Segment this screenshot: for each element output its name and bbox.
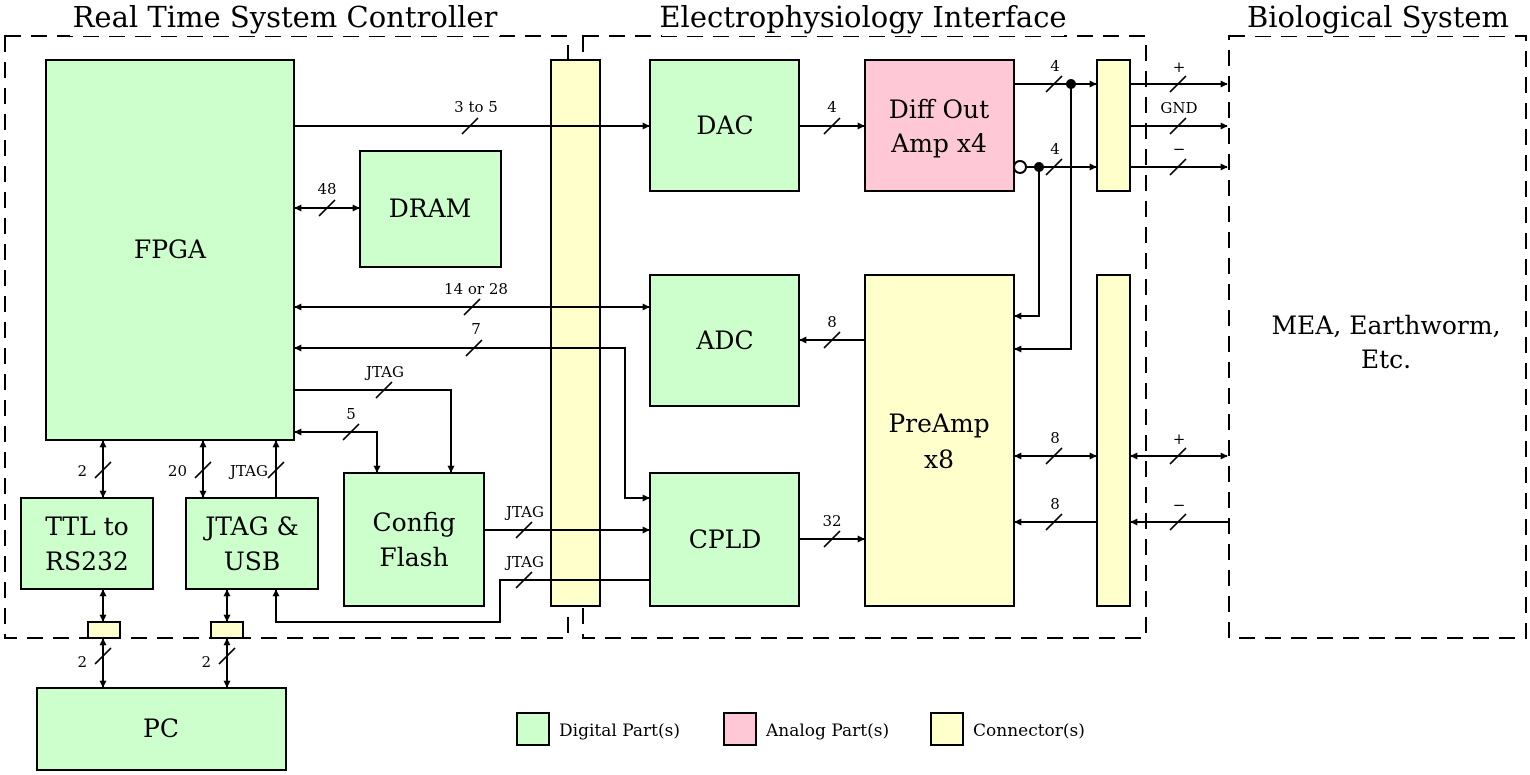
bus-label-amp-neg: 4	[1050, 140, 1060, 158]
controller-title: Real Time System Controller	[73, 0, 498, 34]
pc-label: PC	[143, 714, 179, 743]
inverting-output-bubble	[1013, 160, 1027, 174]
dac-block	[649, 59, 800, 192]
cpld-fpga-bus	[294, 344, 650, 502]
diff-out-amp-label-2: Amp x4	[890, 129, 987, 158]
diff-out-amp-label-1: Diff Out	[889, 95, 989, 124]
cpld-block	[649, 472, 800, 607]
legend-label-connector: Connector(s)	[973, 721, 1085, 741]
ttl-rs232-label-1: TTL to	[45, 512, 128, 541]
biological-title: Biological System	[1247, 0, 1509, 34]
preamp-block	[864, 274, 1015, 607]
bus-label-pc-ttl: 2	[77, 653, 87, 671]
fpga-flash-jtag-bus	[294, 389, 455, 473]
mea-label-2: Etc.	[1361, 345, 1411, 374]
bus-label-in-neg: −	[1173, 496, 1186, 514]
connector-bus	[550, 59, 601, 607]
fpga-block	[45, 59, 295, 441]
bus-label-usb-fpga-jtag: JTAG	[228, 462, 268, 480]
config-flash-label-2: Flash	[379, 543, 448, 572]
bus-label-fpga-ttl: 2	[77, 462, 87, 480]
bus-label-pc-usb: 2	[201, 653, 211, 671]
fpga-flash-bus	[294, 428, 381, 473]
dram-block	[359, 150, 502, 268]
ttl-rs232-block	[20, 497, 154, 590]
dac-label: DAC	[696, 111, 753, 140]
ttl-rs232-label-2: RS232	[45, 547, 129, 576]
bus-label-preamp-adc: 8	[827, 313, 837, 331]
feedback-pos	[1014, 84, 1072, 353]
bus-label-dac-amp: 4	[827, 98, 837, 116]
bus-ticks	[94, 75, 1187, 665]
cpld-label: CPLD	[689, 525, 762, 554]
bus-label-preamp-conn-a: 8	[1050, 429, 1060, 447]
config-flash-block	[343, 472, 485, 607]
preamp-label-2: x8	[924, 445, 954, 474]
fpga-label: FPGA	[134, 235, 207, 264]
bus-label-fpga-adc: 14 or 28	[444, 280, 508, 298]
jtag-usb-label-1: JTAG &	[202, 512, 299, 541]
interface-title: Electrophysiology Interface	[659, 0, 1066, 34]
legend-swatch-analog	[723, 712, 757, 746]
bus-label-amp-pos: 4	[1050, 57, 1060, 75]
usb-connector	[210, 621, 244, 639]
bus-label-preamp-conn-b: 8	[1050, 495, 1060, 513]
jtag-usb-block	[185, 497, 319, 590]
pc-block	[36, 687, 287, 771]
bus-label-cpld-preamp: 32	[822, 512, 841, 530]
bus-label-in-pos: +	[1173, 430, 1186, 448]
input-connector	[1096, 274, 1131, 607]
bus-label-cpld-usb-jtag: JTAG	[504, 553, 544, 571]
bus-label-fpga-dac: 3 to 5	[454, 98, 498, 116]
bus-label-flash-cpld-jtag: JTAG	[504, 503, 544, 521]
legend-label-digital: Digital Part(s)	[559, 721, 680, 741]
adc-block	[649, 274, 800, 407]
diff-out-amp-block	[864, 59, 1015, 192]
bus-label-fpga-usb: 20	[168, 462, 187, 480]
legend: Digital Part(s) Analog Part(s) Connector…	[516, 712, 1085, 746]
legend-label-analog: Analog Part(s)	[765, 721, 889, 741]
feedback-neg	[1014, 167, 1040, 320]
bus-label-fpga-flash-jtag: JTAG	[364, 363, 404, 381]
serial-connector	[87, 621, 121, 639]
output-connector	[1096, 59, 1131, 192]
dram-label: DRAM	[389, 194, 472, 223]
bus-label-out-gnd: GND	[1160, 99, 1197, 117]
jtag-usb-label-2: USB	[224, 547, 281, 576]
bus-label-cpld-fpga: 7	[471, 320, 481, 338]
config-flash-label-1: Config	[373, 508, 456, 537]
cpld-usb-jtag-bus	[272, 579, 650, 623]
bus-label-fpga-dram: 48	[317, 180, 336, 198]
legend-swatch-digital	[516, 712, 550, 746]
legend-swatch-connector	[930, 712, 964, 746]
bus-label-out-pos: +	[1173, 58, 1186, 76]
preamp-label-1: PreAmp	[888, 409, 989, 438]
bus-label-out-neg: −	[1173, 140, 1186, 158]
biological-frame	[1228, 35, 1527, 639]
mea-label-1: MEA, Earthworm,	[1271, 311, 1500, 340]
bus-label-fpga-flash: 5	[346, 405, 356, 423]
adc-label: ADC	[695, 326, 753, 355]
